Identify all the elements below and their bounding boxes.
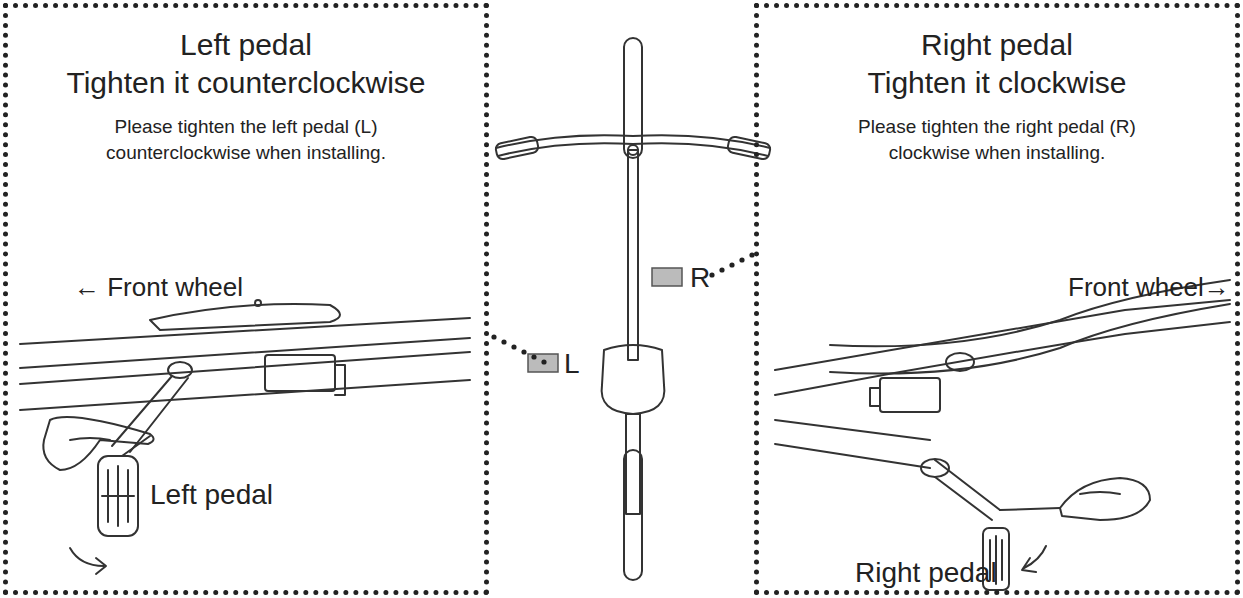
grip [727, 136, 771, 160]
direction-label: ← Front wheel [74, 272, 243, 303]
grip [495, 136, 539, 160]
panel-heading: Tighten it clockwise [759, 64, 1235, 102]
side-letter: R [690, 261, 710, 295]
left-pedal-marker [528, 354, 558, 372]
part-label: Left pedal [150, 478, 273, 512]
right-pedal-illustration [775, 280, 1230, 590]
rear-frame [626, 414, 640, 514]
front-wheel [624, 38, 642, 158]
panel-heading: Left pedal [8, 26, 484, 64]
rear-wheel [624, 450, 642, 580]
left-pedal-illustration [20, 300, 470, 574]
panel-heading: Tighten it counterclockwise [8, 64, 484, 102]
panel-note: Please tighten the right pedal (R) clock… [827, 114, 1167, 166]
frame [628, 150, 638, 360]
right-pedal-marker [652, 268, 682, 286]
panel-heading: Right pedal [759, 26, 1235, 64]
side-letter: L [564, 347, 580, 381]
part-label: Right pedal [855, 556, 997, 590]
panel-note: Please tighten the left pedal (L) counte… [71, 114, 421, 166]
saddle [602, 345, 665, 414]
direction-label: Front wheel→ [1068, 272, 1230, 303]
